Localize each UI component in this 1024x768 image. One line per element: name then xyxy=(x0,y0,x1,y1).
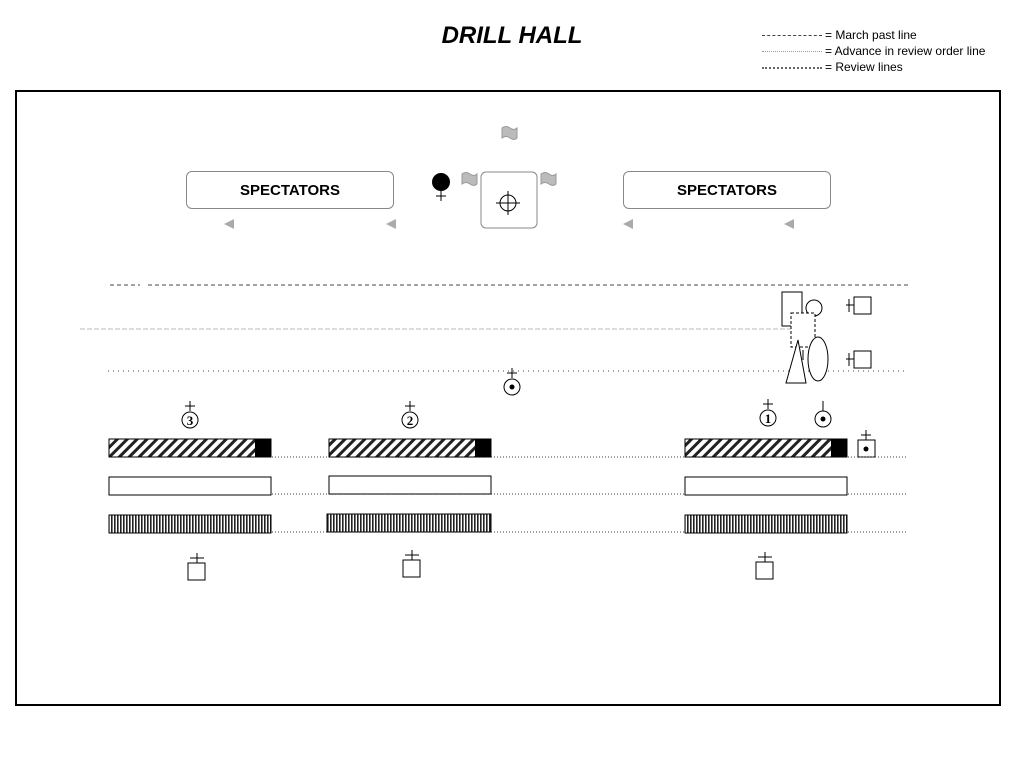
spectators-left-box: SPECTATORS xyxy=(186,171,394,209)
platoon-1-ranks xyxy=(684,438,848,534)
reviewing-officer-symbol xyxy=(432,173,450,201)
flag-icon-left xyxy=(461,172,478,186)
march-past-line-swatch xyxy=(762,35,822,36)
platoon-sergeant-3 xyxy=(187,553,206,581)
platoon-number-2: 2 xyxy=(407,413,414,428)
platoon-number-3: 3 xyxy=(187,413,194,428)
diagram-title: DRILL HALL xyxy=(441,22,583,49)
legend-label-march-past: = March past line xyxy=(825,28,917,42)
marker-triangle-3 xyxy=(623,219,633,229)
drill-hall-border xyxy=(15,90,1001,706)
review-line-swatch xyxy=(762,67,822,69)
platoon-commander-1: 1 xyxy=(759,399,777,427)
platoon-commander-2: 2 xyxy=(401,401,419,429)
spectators-right-box: SPECTATORS xyxy=(623,171,831,209)
platoon-commander-3: 3 xyxy=(181,401,199,429)
escort-symbol-1 xyxy=(846,296,872,315)
platoon-2-ranks xyxy=(326,438,492,533)
marker-triangle-1 xyxy=(224,219,234,229)
platoon-sergeant-2 xyxy=(402,550,421,578)
advance-line-swatch xyxy=(762,51,822,52)
marker-triangle-4 xyxy=(784,219,794,229)
platoon-number-1: 1 xyxy=(765,411,772,426)
legend-label-review: = Review lines xyxy=(825,60,903,74)
escort-symbol-2 xyxy=(846,350,872,369)
legend-label-advance: = Advance in review order line xyxy=(825,44,986,58)
flag-icon-right xyxy=(540,172,557,186)
marker-officer-symbol xyxy=(857,430,876,458)
flag-icon-top xyxy=(501,126,518,140)
saluting-base xyxy=(480,171,538,229)
parade-commander-symbol xyxy=(503,368,521,396)
platoon-sergeant-1 xyxy=(755,552,774,580)
reviewing-party-group xyxy=(781,291,829,384)
marker-triangle-2 xyxy=(386,219,396,229)
platoon-3-ranks xyxy=(108,438,272,534)
officer-symbol xyxy=(814,401,832,428)
